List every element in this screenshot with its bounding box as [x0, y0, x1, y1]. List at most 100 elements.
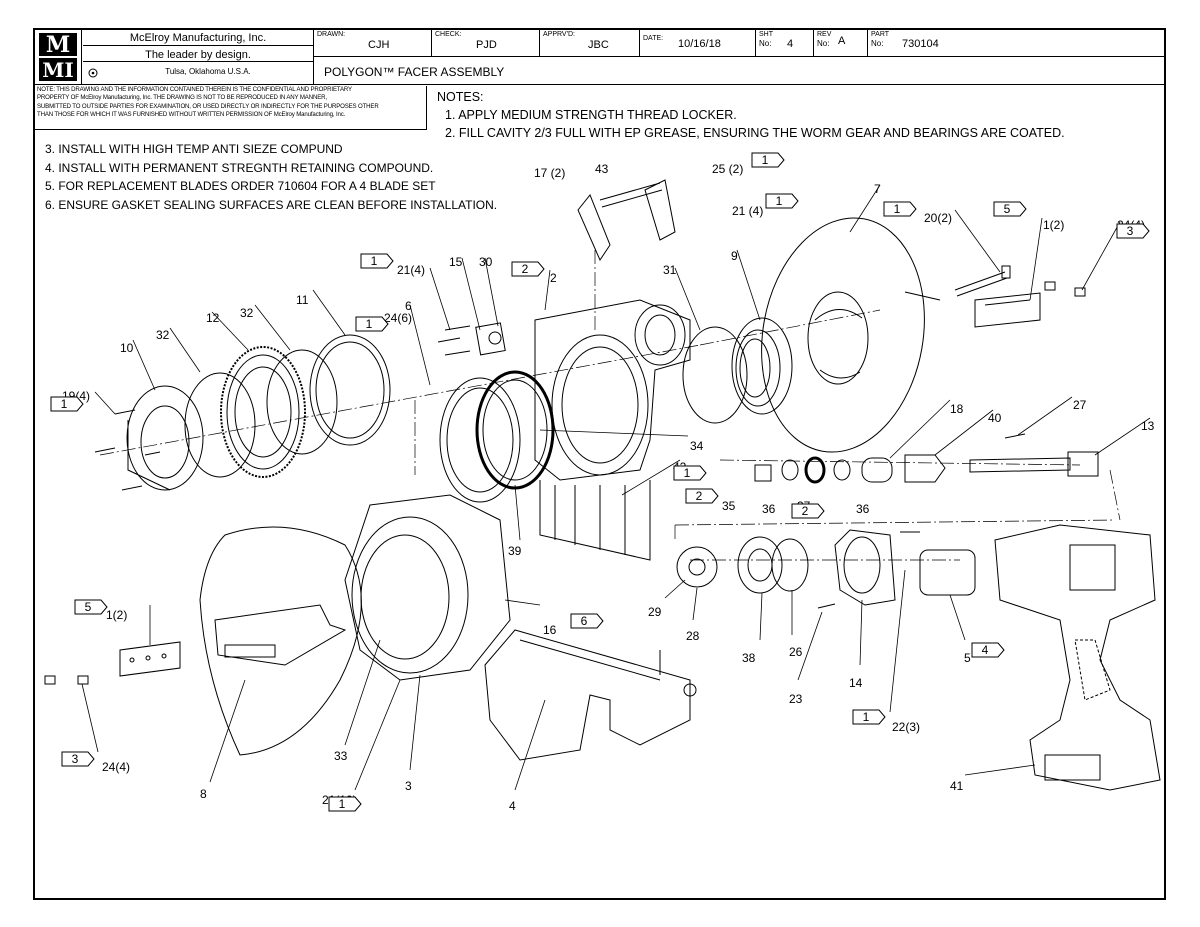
callout-c12: 12 — [206, 311, 220, 325]
notes-heading: NOTES: — [437, 90, 484, 104]
seal-part-37 — [804, 456, 826, 484]
title-block: M MI McElroy Manufacturing, Inc. The lea… — [35, 30, 1166, 85]
svg-text:1: 1 — [863, 710, 870, 724]
callout-c3: 3 — [405, 779, 412, 793]
note-flag-f16: 6 — [570, 613, 604, 629]
washer-part-36b — [833, 459, 851, 481]
note-flag-f24b: 1 — [355, 316, 389, 332]
svg-text:1: 1 — [366, 317, 373, 331]
svg-text:1: 1 — [894, 202, 901, 216]
sheet-value: 4 — [787, 38, 794, 50]
screw-part-23 — [817, 603, 836, 609]
rev-cell: REV No: A — [813, 30, 867, 56]
hub-part-10 — [126, 385, 204, 491]
callout-c35: 35 — [722, 499, 736, 513]
key-part-27 — [1004, 433, 1026, 439]
callout-c9: 9 — [731, 249, 738, 263]
callout-c8: 8 — [200, 787, 207, 801]
mmi-logo-mark: M MI — [39, 32, 77, 82]
face-housing-part-3 — [344, 494, 511, 681]
callout-c38: 38 — [742, 651, 756, 665]
callout-c26: 26 — [789, 645, 803, 659]
washer-part-29 — [676, 546, 718, 588]
svg-text:3: 3 — [1127, 224, 1134, 238]
callout-c6: 6 — [405, 299, 412, 313]
note-4: 4. INSTALL WITH PERMANENT STREGNTH RETAI… — [45, 160, 434, 175]
callout-c36a: 36 — [762, 502, 776, 516]
callout-c25: 25 (2) — [712, 162, 743, 176]
rev-value: A — [838, 35, 846, 47]
svg-text:1: 1 — [371, 254, 378, 268]
oring-part-31 — [682, 326, 748, 424]
date-cell: DATE: 10/16/18 — [639, 30, 755, 56]
svg-text:MI: MI — [42, 58, 74, 82]
blade-bracket-part-1-lower — [119, 641, 181, 677]
svg-text:1: 1 — [684, 466, 691, 480]
drawn-value: CJH — [368, 39, 390, 51]
bolts-part-21-upper — [437, 325, 471, 356]
worm-part-40 — [904, 454, 946, 483]
callout-c34: 34 — [690, 439, 704, 453]
apprvd-cell: APPRV'D: JBC — [539, 30, 639, 56]
note-flag-f22: 1 — [852, 709, 886, 725]
callout-c15: 15 — [449, 255, 463, 269]
snap-ring-part-26 — [771, 538, 809, 592]
company-block: McElroy Manufacturing, Inc. The leader b… — [83, 30, 313, 84]
callout-c20: 20(2) — [924, 211, 952, 225]
check-value: PJD — [476, 39, 497, 51]
callout-c10: 10 — [120, 341, 134, 355]
callout-c16: 16 — [543, 623, 557, 637]
callout-c32b: 32 — [156, 328, 170, 342]
callout-c27: 27 — [1073, 398, 1087, 412]
callout-c2: 2 — [550, 271, 557, 285]
screws-part-24-upper — [1044, 281, 1086, 297]
callout-c32a: 32 — [240, 306, 254, 320]
callout-c1a: 1(2) — [1043, 218, 1064, 232]
callout-c17: 17 (2) — [534, 166, 565, 180]
svg-text:M: M — [46, 32, 70, 58]
shaft-stack — [754, 433, 1099, 484]
note-flag-f37: 2 — [791, 503, 825, 519]
callout-c40: 40 — [988, 411, 1002, 425]
apprvd-value: JBC — [588, 39, 609, 51]
ring-part-11 — [309, 334, 391, 446]
note-flag-f25: 1 — [751, 152, 785, 168]
drawing-title: POLYGON™ FACER ASSEMBLY — [324, 65, 505, 79]
svg-text:1: 1 — [776, 194, 783, 208]
note-6: 6. ENSURE GASKET SEALING SURFACES ARE CL… — [45, 197, 498, 212]
plate-part-15 — [475, 322, 506, 356]
callout-c24b: 24(6) — [384, 311, 412, 325]
note-3: 3. INSTALL WITH HIGH TEMP ANTI SIEZE COM… — [45, 142, 343, 156]
gear-housing-part-2 — [534, 299, 691, 561]
callout-c43: 43 — [595, 162, 609, 176]
callout-c23: 23 — [789, 692, 803, 706]
linkage-part-17-43 — [577, 179, 676, 262]
svg-text:1: 1 — [339, 797, 346, 811]
bushing-part-35 — [754, 464, 772, 482]
svg-text:3: 3 — [72, 752, 79, 766]
company-name: McElroy Manufacturing, Inc. — [83, 32, 313, 46]
bushing-part-18 — [861, 457, 893, 483]
date-value: 10/16/18 — [678, 38, 721, 50]
sheet-cell: SHT No: 4 — [755, 30, 813, 56]
shaft-part-13 — [969, 457, 1071, 473]
callout-c39: 39 — [508, 544, 522, 558]
callout-c41: 41 — [950, 779, 964, 793]
note-flag-f21c: 1 — [328, 796, 362, 812]
callout-c7: 7 — [874, 182, 881, 196]
screws-part-24-lower — [44, 675, 89, 685]
note-flag-f1a: 5 — [993, 201, 1027, 217]
note-flag-f1b: 5 — [74, 599, 108, 615]
callout-c21b: 21(4) — [397, 263, 425, 277]
check-cell: CHECK: PJD — [431, 30, 539, 56]
callout-c28: 28 — [686, 629, 700, 643]
callout-c1b: 1(2) — [106, 608, 127, 622]
callout-c29: 29 — [648, 605, 662, 619]
part-cell: PART No: 730104 — [867, 30, 1166, 56]
note-flag-f35: 2 — [685, 488, 719, 504]
note-flag-f5: 4 — [971, 642, 1005, 658]
note-flag-f2: 2 — [511, 261, 545, 277]
part-value: 730104 — [902, 38, 939, 50]
base-part-4 — [484, 629, 697, 761]
bearing-part-9 — [731, 317, 793, 415]
